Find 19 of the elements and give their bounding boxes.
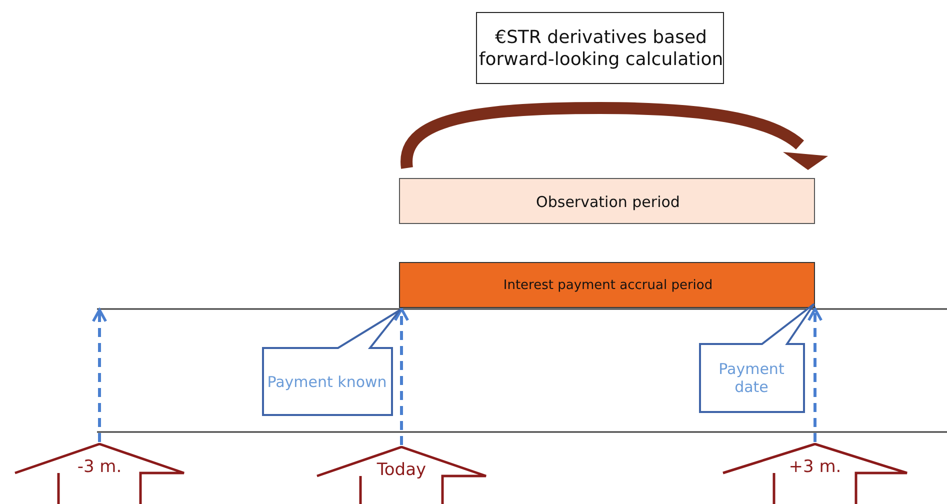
callout-bubble [262,308,402,416]
dashed-arrow [807,308,823,442]
label-text: Interest payment accrual period [503,278,713,294]
dashed-arrow [92,308,108,442]
period-bar [399,262,815,308]
label-text: €STR derivatives based forward-looking calculation [478,27,724,71]
dashed-arrow [394,308,410,445]
label-text: Payment date [718,360,786,396]
block-arrow [14,443,185,504]
label-text: Payment known [267,372,387,390]
callout-bubble [699,302,816,413]
text-box [476,12,724,84]
label-text: Today [376,460,426,480]
period-bar [399,178,815,224]
block-arrow [722,443,908,504]
label-text: +3 m. [788,456,842,478]
block-arrow [316,446,487,504]
label-text: -3 m. [77,456,122,478]
label-text: Observation period [536,193,680,211]
